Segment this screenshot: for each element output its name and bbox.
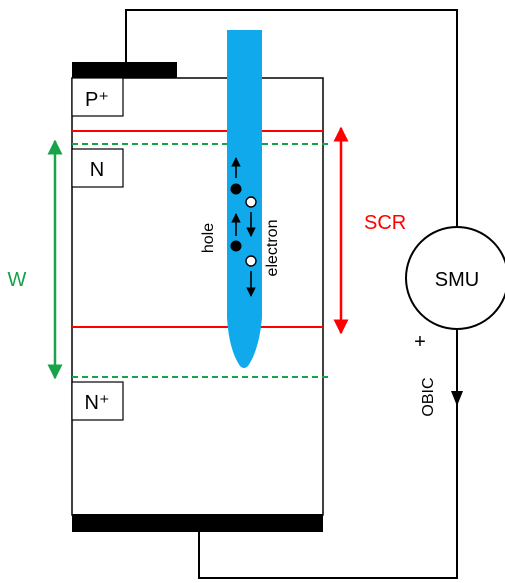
hole-carrier-2 bbox=[230, 240, 242, 252]
circuit-wire-top bbox=[125, 9, 458, 226]
smu-label: SMU bbox=[435, 269, 479, 291]
n-label: N bbox=[90, 159, 104, 181]
hole-label: hole bbox=[200, 223, 217, 253]
electron-carrier-1 bbox=[245, 196, 257, 208]
n-label-box bbox=[71, 148, 124, 188]
circuit-wire-bottom bbox=[198, 330, 458, 579]
n-plus-label-box bbox=[71, 381, 124, 421]
p-plus-label-box bbox=[71, 77, 124, 117]
w-label: W bbox=[8, 269, 27, 291]
top-electrode bbox=[72, 62, 177, 78]
hole-carrier-1 bbox=[230, 183, 242, 195]
p-plus-label: P⁺ bbox=[85, 89, 109, 111]
bottom-electrode bbox=[72, 514, 323, 532]
smu-circle bbox=[405, 226, 505, 330]
plus-sign: + bbox=[414, 331, 426, 353]
n-plus-label: N⁺ bbox=[85, 392, 110, 414]
scr-label: SCR bbox=[364, 212, 406, 234]
arrow-down-icon bbox=[451, 391, 463, 406]
obic-label: OBIC bbox=[420, 377, 437, 416]
electron-carrier-2 bbox=[245, 255, 257, 267]
electron-label: electron bbox=[264, 220, 281, 277]
laser-beam bbox=[227, 30, 262, 368]
